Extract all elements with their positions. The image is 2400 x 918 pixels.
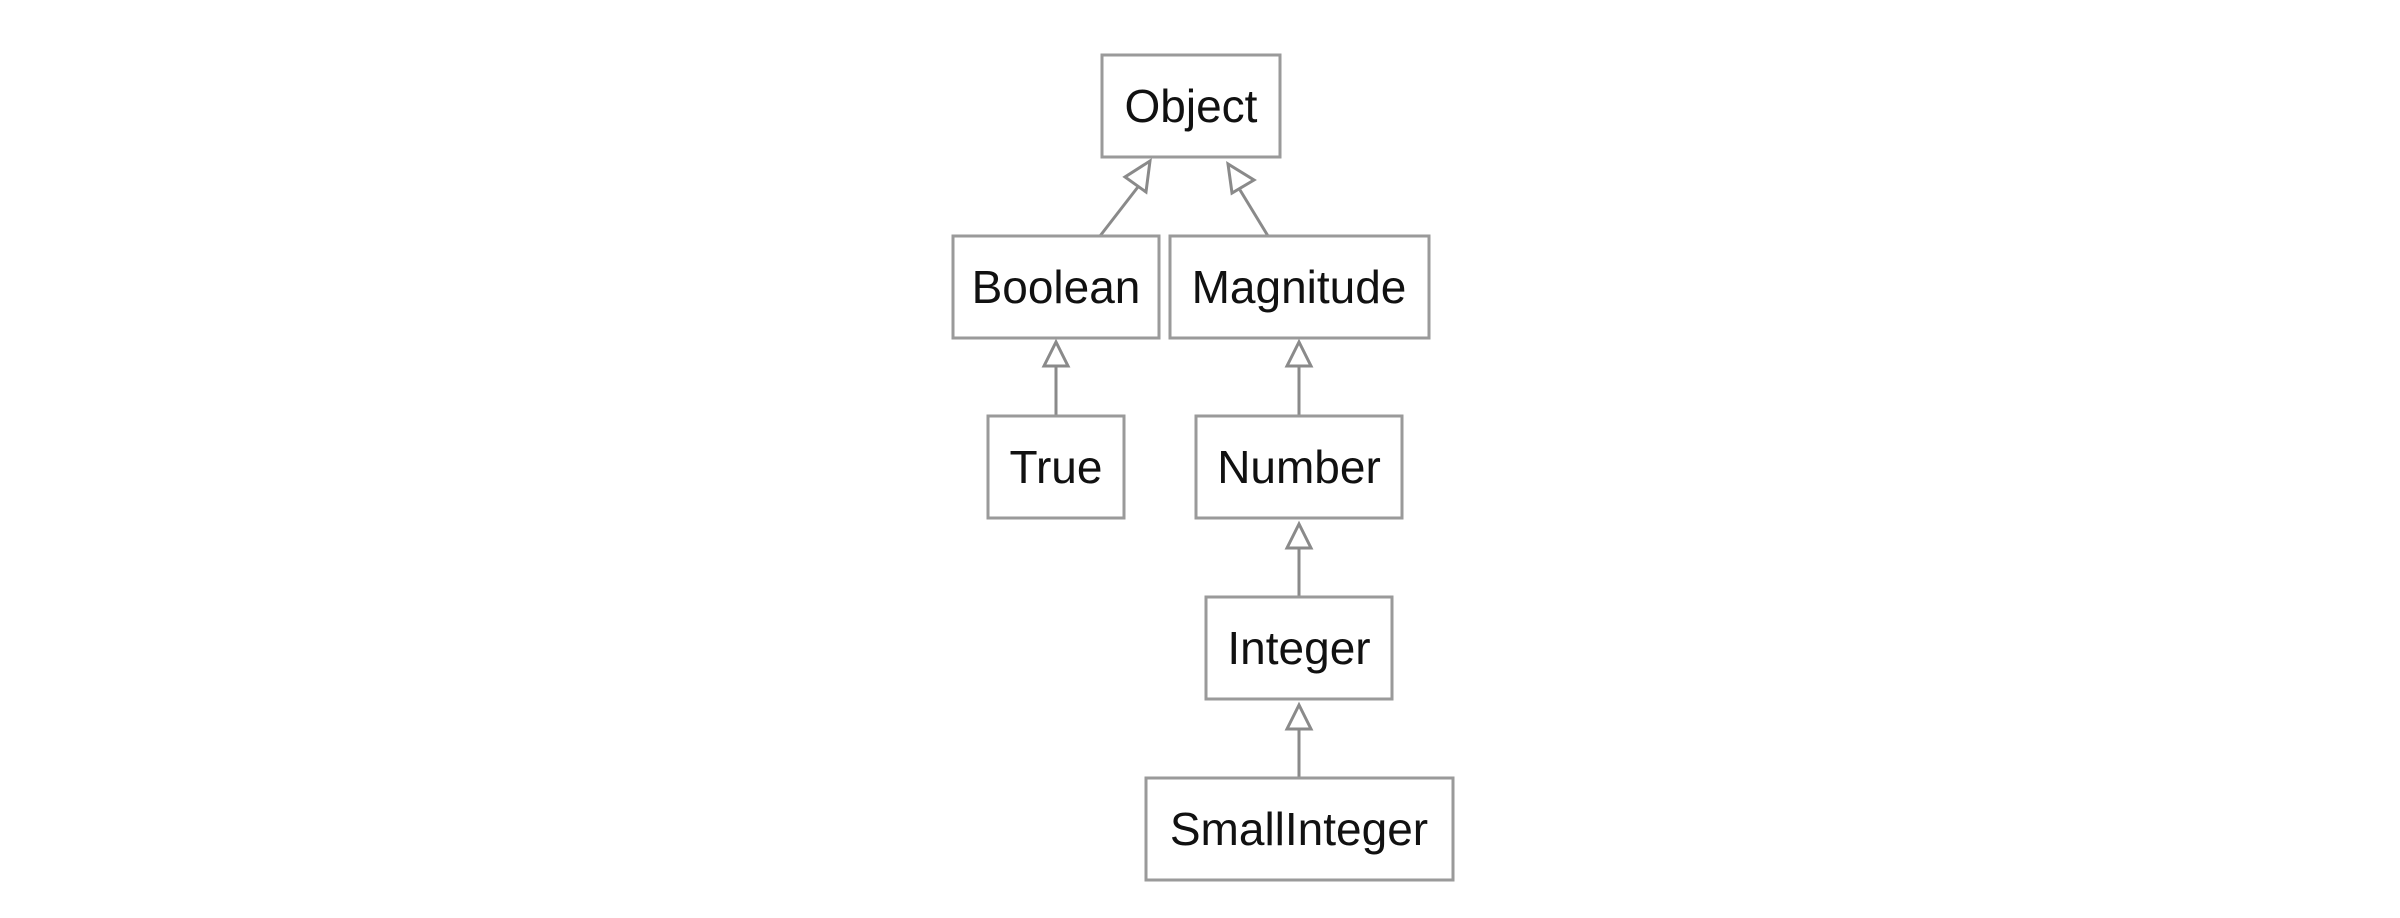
node-label: True [1010, 441, 1103, 493]
node-smallinteger: SmallInteger [1144, 776, 1455, 882]
inheritance-arrow-icon [1122, 158, 1152, 195]
inheritance-arrow-icon [1284, 520, 1314, 550]
node-label: SmallInteger [1170, 803, 1428, 855]
node-label: Integer [1227, 622, 1370, 674]
node-magnitude: Magnitude [1168, 234, 1431, 340]
edge-smallinteger-to-integer [1284, 701, 1314, 778]
edge-magnitude-to-object [1226, 161, 1270, 237]
inheritance-arrow-icon [1041, 338, 1071, 368]
edge-number-to-magnitude [1284, 338, 1314, 416]
node-true: True [986, 414, 1126, 520]
edge-true-to-boolean [1041, 338, 1071, 416]
node-label: Magnitude [1192, 261, 1407, 313]
node-number: Number [1194, 414, 1404, 520]
edge-boolean-to-object [1098, 158, 1152, 237]
node-integer: Integer [1204, 595, 1394, 701]
inheritance-arrow-icon [1226, 161, 1257, 196]
edge-integer-to-number [1284, 520, 1314, 597]
node-object: Object [1100, 53, 1282, 159]
node-label: Number [1217, 441, 1381, 493]
node-label: Boolean [972, 261, 1141, 313]
node-boolean: Boolean [951, 234, 1161, 340]
node-label: Object [1125, 80, 1258, 132]
inheritance-arrow-icon [1284, 338, 1314, 368]
inheritance-arrow-icon [1284, 701, 1314, 731]
